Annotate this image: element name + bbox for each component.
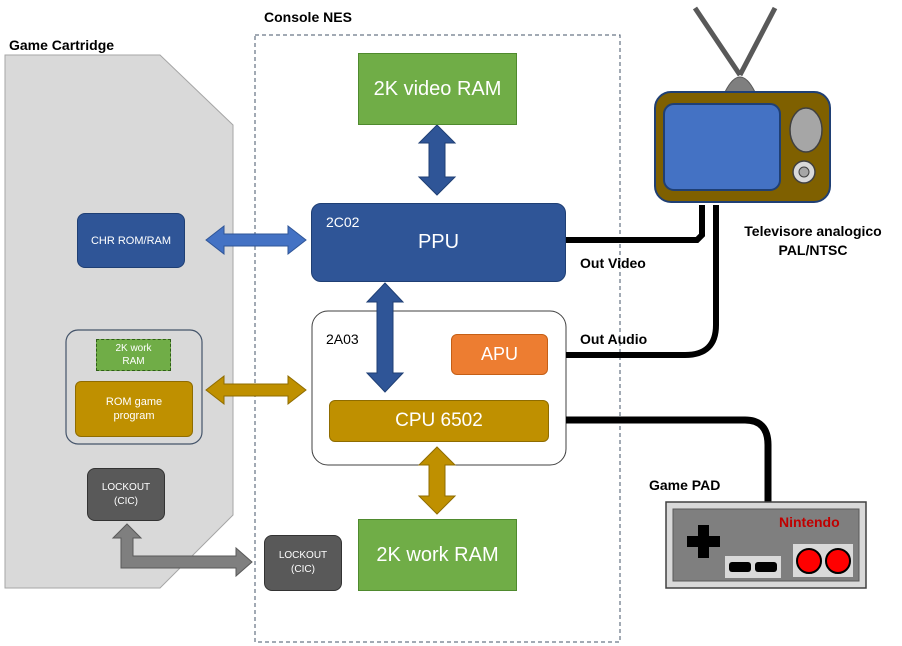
cartridge-work-ram-box: 2K work RAM <box>96 339 171 371</box>
apu-box: APU <box>451 334 548 375</box>
chr-rom-ram-box: CHR ROM/RAM <box>77 213 185 268</box>
arrow-rom-cpu <box>205 374 307 406</box>
console-work-ram-box: 2K work RAM <box>358 519 517 591</box>
cartridge-title: Game Cartridge <box>9 37 115 53</box>
tv-label: Televisore analogico PAL/NTSC <box>744 223 882 258</box>
tv-icon <box>654 6 831 203</box>
rom-game-program-box: ROM game program <box>75 381 193 437</box>
cartridge-lockout-box: LOCKOUT (CIC) <box>87 468 165 521</box>
arrow-vram-ppu <box>417 124 457 196</box>
console-title: Console NES <box>264 9 352 25</box>
cpu-code-label: 2A03 <box>326 331 359 347</box>
console-lockout-box: LOCKOUT (CIC) <box>264 535 342 591</box>
audio-cable <box>566 205 719 358</box>
nintendo-brand: Nintendo <box>779 514 840 530</box>
ppu-code-label: 2C02 <box>326 214 360 230</box>
gamepad-icon <box>665 501 867 589</box>
arrow-chr-ppu <box>205 224 307 256</box>
ppu-label: PPU <box>417 231 460 253</box>
out-audio-label: Out Audio <box>580 331 648 347</box>
video-ram-box: 2K video RAM <box>358 53 517 125</box>
ppu-box: 2C02 PPU <box>311 203 566 282</box>
video-cable <box>566 205 705 243</box>
console-boundary <box>254 34 621 643</box>
gamepad-label: Game PAD <box>649 477 721 493</box>
pad-cable <box>566 416 772 502</box>
arrow-lockout-link <box>111 523 253 578</box>
arrow-ppu-cpu <box>365 282 405 393</box>
cartridge-shape <box>4 54 234 589</box>
arrow-cpu-wram <box>417 446 457 515</box>
out-video-label: Out Video <box>580 255 646 271</box>
cpu-6502-box: CPU 6502 <box>329 400 549 442</box>
